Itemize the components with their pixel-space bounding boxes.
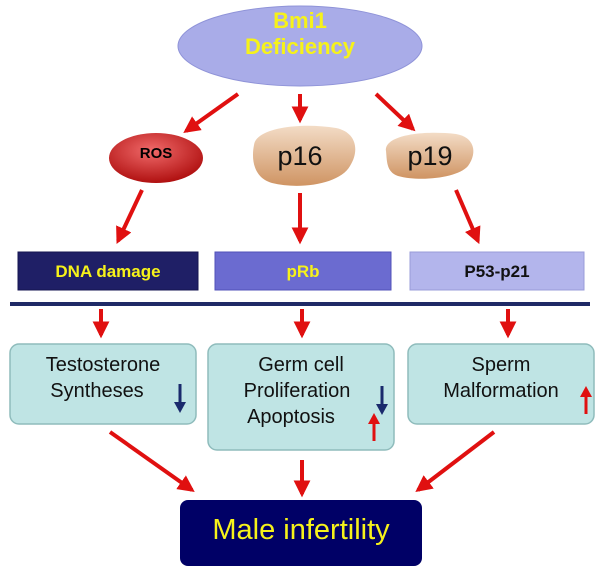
arrow-top-to-ros — [183, 92, 240, 133]
germcell-text: Germ cell Proliferation Apoptosis — [208, 352, 394, 430]
arrow-sperm-to-outcome — [415, 430, 496, 493]
testosterone-text: Testosterone Syntheses — [10, 352, 196, 404]
sperm-line1: Sperm — [471, 354, 531, 376]
bmi1-label: Bmi1 Deficiency — [180, 8, 420, 60]
sperm-text: Sperm Malformation — [408, 352, 594, 404]
outcome-label: Male infertility — [212, 514, 390, 546]
dna-damage-label: DNA damage — [55, 262, 161, 281]
testosterone-line1: Testosterone — [45, 354, 161, 376]
arrow-p19-to-p53 — [454, 189, 481, 245]
malformation-up-arrow — [580, 386, 592, 414]
bmi1-ellipse — [177, 5, 423, 87]
bmi1-label-line1: Bmi1 — [273, 8, 327, 33]
germcell-line2: Proliferation — [243, 380, 351, 402]
bmi1-label-line2: Deficiency — [244, 34, 356, 59]
testosterone-box — [9, 343, 197, 425]
arrow-ros-to-dna — [116, 189, 144, 245]
testosterone-line2: Syntheses — [50, 380, 144, 402]
ros-label: ROS — [139, 145, 173, 162]
germcell-box — [207, 343, 395, 451]
p16-shape — [252, 125, 356, 186]
prb-bar — [214, 251, 392, 291]
dna-damage-bar — [17, 251, 199, 291]
proliferation-down-arrow — [376, 386, 388, 415]
testosterone-down-arrow — [174, 384, 186, 413]
divider-line — [10, 302, 590, 306]
apoptosis-up-arrow — [368, 413, 380, 441]
germcell-line1: Germ cell — [258, 354, 344, 376]
p19-label: p19 — [407, 141, 453, 171]
p16-label: p16 — [277, 141, 323, 171]
ros-ellipse — [109, 133, 203, 183]
prb-label: pRb — [286, 262, 320, 281]
p53-bar — [409, 251, 585, 291]
arrow-testosterone-to-outcome — [108, 430, 195, 492]
arrow-top-to-p19 — [374, 92, 416, 132]
outcome-box — [180, 500, 422, 566]
germcell-line3: Apoptosis — [247, 406, 335, 428]
p19-shape — [385, 132, 474, 179]
sperm-line2: Malformation — [443, 380, 559, 402]
p53-label: P53-p21 — [464, 262, 530, 281]
sperm-box — [407, 343, 595, 425]
